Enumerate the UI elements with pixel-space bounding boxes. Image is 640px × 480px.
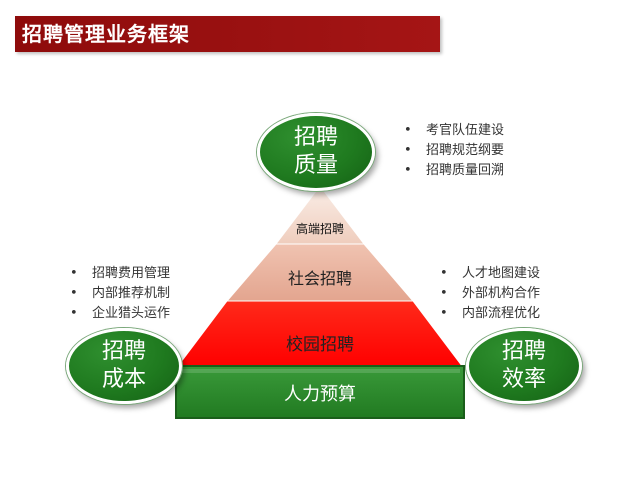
pyramid-base bbox=[175, 365, 465, 419]
page-title: 招聘管理业务框架 bbox=[22, 22, 190, 46]
bullet-item: 内部推荐机制 bbox=[70, 284, 170, 304]
title-bar bbox=[15, 16, 440, 52]
node-efficiency-line1: 招聘 bbox=[501, 339, 546, 364]
pyramid-label-middle: 社会招聘 bbox=[287, 269, 353, 288]
bullet-item: 企业猎头运作 bbox=[70, 304, 170, 324]
node-cost-line1: 招聘 bbox=[101, 339, 146, 364]
node-quality: 招聘 质量 bbox=[257, 113, 375, 191]
node-efficiency: 招聘 效率 bbox=[466, 328, 582, 404]
node-quality-line1: 招聘 bbox=[293, 125, 338, 150]
bullet-item: 招聘规范纲要 bbox=[404, 141, 504, 161]
bullet-item: 外部机构合作 bbox=[440, 284, 540, 304]
bullet-item: 考官队伍建设 bbox=[404, 121, 504, 141]
node-cost: 招聘 成本 bbox=[66, 328, 182, 404]
bullet-item: 内部流程优化 bbox=[440, 304, 540, 324]
node-quality-line2: 质量 bbox=[293, 153, 338, 178]
node-cost-line2: 成本 bbox=[101, 367, 146, 392]
bullet-item: 人才地图建设 bbox=[440, 264, 540, 284]
efficiency-bullets: 人才地图建设 外部机构合作 内部流程优化 bbox=[440, 264, 540, 324]
bullet-item: 招聘质量回溯 bbox=[404, 161, 504, 181]
bullet-item: 招聘费用管理 bbox=[70, 264, 170, 284]
node-efficiency-line2: 效率 bbox=[501, 367, 546, 392]
quality-bullets: 考官队伍建设 招聘规范纲要 招聘质量回溯 bbox=[404, 121, 504, 181]
pyramid-label-top: 高端招聘 bbox=[295, 222, 345, 236]
pyramid-label-bottom: 校园招聘 bbox=[286, 335, 354, 355]
cost-bullets: 招聘费用管理 内部推荐机制 企业猎头运作 bbox=[70, 264, 170, 324]
pyramid-label-base: 人力预算 bbox=[284, 384, 356, 405]
